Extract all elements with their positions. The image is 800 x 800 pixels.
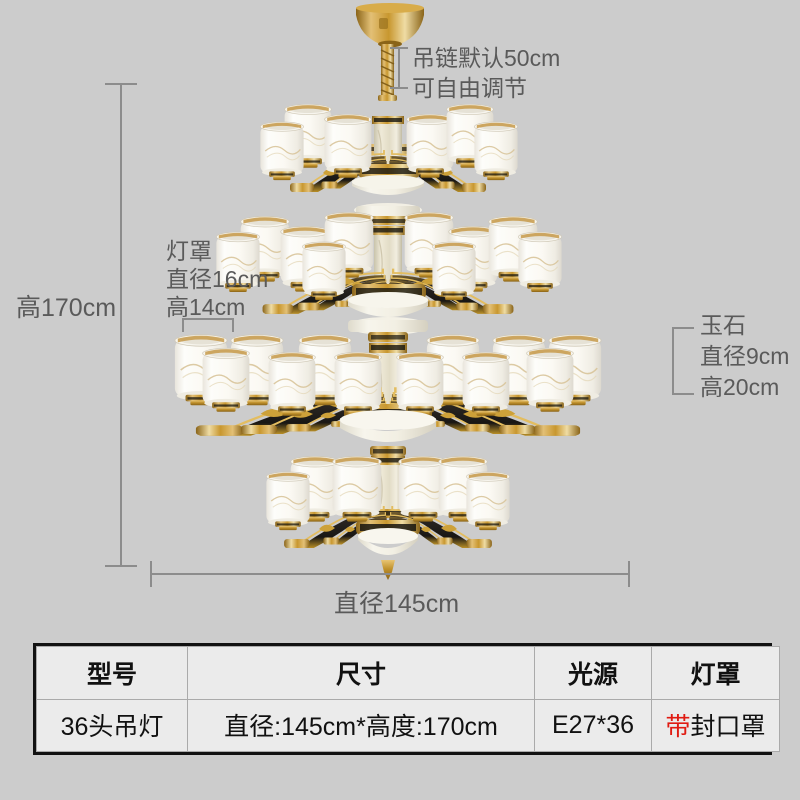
tier-2 — [215, 203, 563, 317]
header-model: 型号 — [36, 646, 188, 700]
shade-width-bracket — [182, 318, 234, 320]
table-header-row: 型号 尺寸 光源 灯罩 — [36, 646, 780, 700]
shade-note-line1: 灯罩 — [166, 238, 212, 264]
width-tick-left — [150, 561, 152, 587]
jade-note-line1: 玉石 — [700, 312, 746, 338]
height-tick-bottom — [105, 565, 137, 567]
chain-note-line1: 吊链默认50cm — [412, 45, 561, 71]
cell-shade-prefix: 带 — [665, 713, 691, 742]
tier-4 — [265, 446, 511, 580]
jade-bracket-tick-bottom — [672, 393, 694, 395]
cell-model: 36头吊灯 — [36, 698, 188, 752]
tier-1 — [259, 103, 519, 195]
tier-3 — [174, 317, 602, 442]
chain-bracket-line — [398, 47, 400, 89]
ceiling-canopy — [356, 3, 424, 48]
width-tick-right — [628, 561, 630, 587]
width-dimension-line — [150, 573, 630, 575]
cell-shade: 带封口罩 — [651, 698, 780, 752]
jade-note-line3: 高20cm — [700, 374, 780, 400]
cell-shade-rest: 封口罩 — [690, 713, 766, 742]
chain-bracket-tick-top — [390, 47, 408, 49]
shade-bracket-tick-left — [182, 318, 184, 332]
overall-diameter-label: 直径145cm — [334, 590, 460, 618]
overall-height-label: 高170cm — [16, 294, 117, 322]
shade-bracket-tick-right — [232, 318, 234, 332]
cell-light-source: E27*36 — [534, 698, 652, 752]
height-tick-top — [105, 83, 137, 85]
chandelier-illustration — [174, 3, 602, 580]
header-size: 尺寸 — [187, 646, 535, 700]
header-light-source: 光源 — [534, 646, 652, 700]
table-row: 36头吊灯 直径:145cm*高度:170cm E27*36 带封口罩 — [36, 698, 780, 752]
jade-note-line2: 直径9cm — [700, 343, 790, 369]
chain-note-line2: 可自由调节 — [412, 75, 527, 101]
spec-table: 型号 尺寸 光源 灯罩 36头吊灯 直径:145cm*高度:170cm E27*… — [33, 643, 780, 755]
header-shade: 灯罩 — [651, 646, 780, 700]
height-dimension-line — [120, 83, 122, 567]
shade-note-line2: 直径16cm — [166, 266, 269, 292]
shade-note-line3: 高14cm — [166, 294, 246, 320]
jade-bracket-line — [672, 327, 674, 395]
suspension-chain — [378, 44, 397, 101]
jade-bracket-tick-top — [672, 327, 694, 329]
chain-bracket-tick-bottom — [390, 87, 408, 89]
cell-size: 直径:145cm*高度:170cm — [187, 698, 535, 752]
